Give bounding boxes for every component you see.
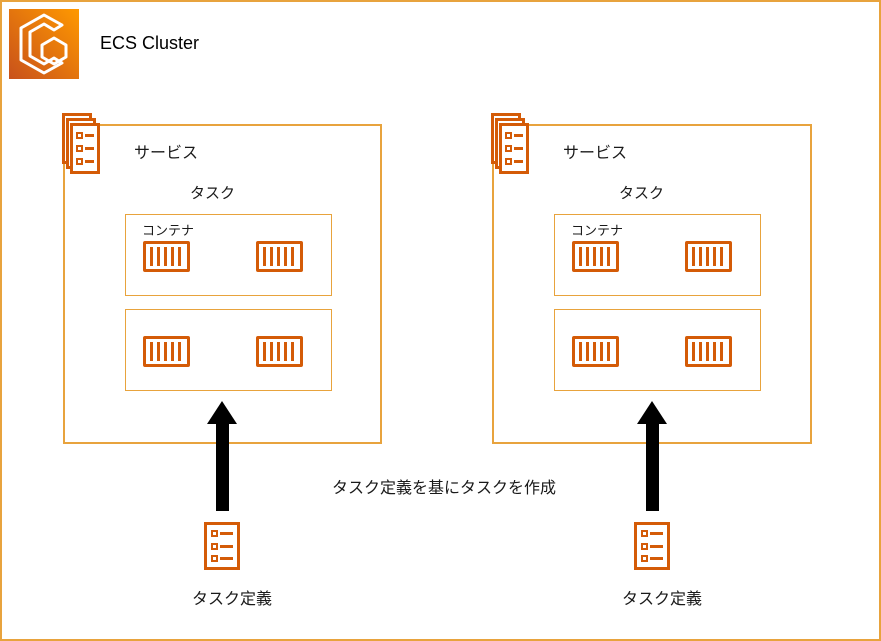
- arrow-shaft: [645, 423, 659, 511]
- doc-line: [220, 544, 233, 548]
- service-box-right: サービス タスク コンテナ: [491, 113, 812, 444]
- doc-bullet-square: [641, 554, 648, 562]
- service-label: サービス: [563, 145, 628, 162]
- doc-line: [85, 134, 94, 137]
- task-definition-label: タスク定義: [621, 591, 702, 608]
- container-stripes: [692, 342, 725, 361]
- doc-list-row: [505, 158, 523, 165]
- stacked-document-front: [70, 123, 100, 174]
- container-icon: [572, 336, 619, 367]
- doc-line: [650, 556, 663, 560]
- doc-line: [85, 160, 94, 163]
- doc-list-row: [641, 554, 663, 562]
- doc-bullet-square: [505, 145, 512, 152]
- doc-list-row: [211, 530, 233, 538]
- doc-line: [220, 556, 233, 560]
- doc-line: [220, 532, 233, 536]
- service-box-left: サービス タスク コンテナ: [62, 113, 382, 444]
- doc-line: [514, 160, 523, 163]
- container-stripes: [150, 342, 183, 361]
- container-icon: [143, 241, 190, 272]
- container-icon: [256, 336, 303, 367]
- annotation-text: タスク定義を基にタスクを作成: [332, 480, 557, 497]
- ecs-logo-icon: [9, 9, 79, 79]
- doc-bullet-square: [76, 132, 83, 139]
- doc-bullet-square: [641, 530, 648, 538]
- doc-line: [650, 532, 663, 536]
- container-stripes: [263, 247, 296, 266]
- ecs-hexagon-cube-glyph: [19, 13, 68, 75]
- doc-list-row: [641, 530, 663, 538]
- doc-list-row: [505, 132, 523, 139]
- doc-bullet-square: [211, 542, 218, 550]
- container-label: コンテナ: [571, 223, 624, 238]
- container-stripes: [579, 342, 612, 361]
- doc-list-row: [76, 145, 94, 152]
- task-definition-icon: [204, 522, 240, 570]
- arrow-head: [637, 401, 667, 424]
- container-icon: [685, 336, 732, 367]
- doc-list-row: [641, 542, 663, 550]
- doc-list-row: [76, 132, 94, 139]
- task-box: コンテナ: [125, 214, 332, 296]
- doc-bullet-square: [211, 554, 218, 562]
- container-icon: [572, 241, 619, 272]
- service-label: サービス: [134, 145, 199, 162]
- doc-list-row: [76, 158, 94, 165]
- doc-list-row: [211, 542, 233, 550]
- task-box: [125, 309, 332, 391]
- task-label: タスク: [189, 185, 235, 202]
- container-icon: [685, 241, 732, 272]
- page-title: ECS Cluster: [100, 33, 200, 53]
- container-label: コンテナ: [142, 223, 195, 238]
- doc-bullet-square: [641, 542, 648, 550]
- service-stack-icon: [62, 113, 103, 176]
- doc-line: [514, 134, 523, 137]
- doc-bullet-square: [505, 132, 512, 139]
- doc-bullet-square: [505, 158, 512, 165]
- arrow-head: [207, 401, 237, 424]
- task-box: コンテナ: [554, 214, 761, 296]
- container-icon: [143, 336, 190, 367]
- task-definition-label: タスク定義: [191, 591, 272, 608]
- container-stripes: [579, 247, 612, 266]
- service-stack-icon: [491, 113, 532, 176]
- doc-line: [85, 147, 94, 150]
- task-definition-icon: [634, 522, 670, 570]
- doc-line: [650, 544, 663, 548]
- container-icon: [256, 241, 303, 272]
- doc-bullet-square: [76, 158, 83, 165]
- stacked-document-front: [499, 123, 529, 174]
- container-stripes: [263, 342, 296, 361]
- doc-bullet-square: [76, 145, 83, 152]
- arrow-shaft: [215, 423, 229, 511]
- up-arrow: [207, 401, 237, 511]
- up-arrow: [637, 401, 667, 511]
- doc-list-row: [505, 145, 523, 152]
- container-stripes: [692, 247, 725, 266]
- doc-bullet-square: [211, 530, 218, 538]
- task-box: [554, 309, 761, 391]
- container-stripes: [150, 247, 183, 266]
- doc-list-row: [211, 554, 233, 562]
- task-label: タスク: [618, 185, 664, 202]
- doc-line: [514, 147, 523, 150]
